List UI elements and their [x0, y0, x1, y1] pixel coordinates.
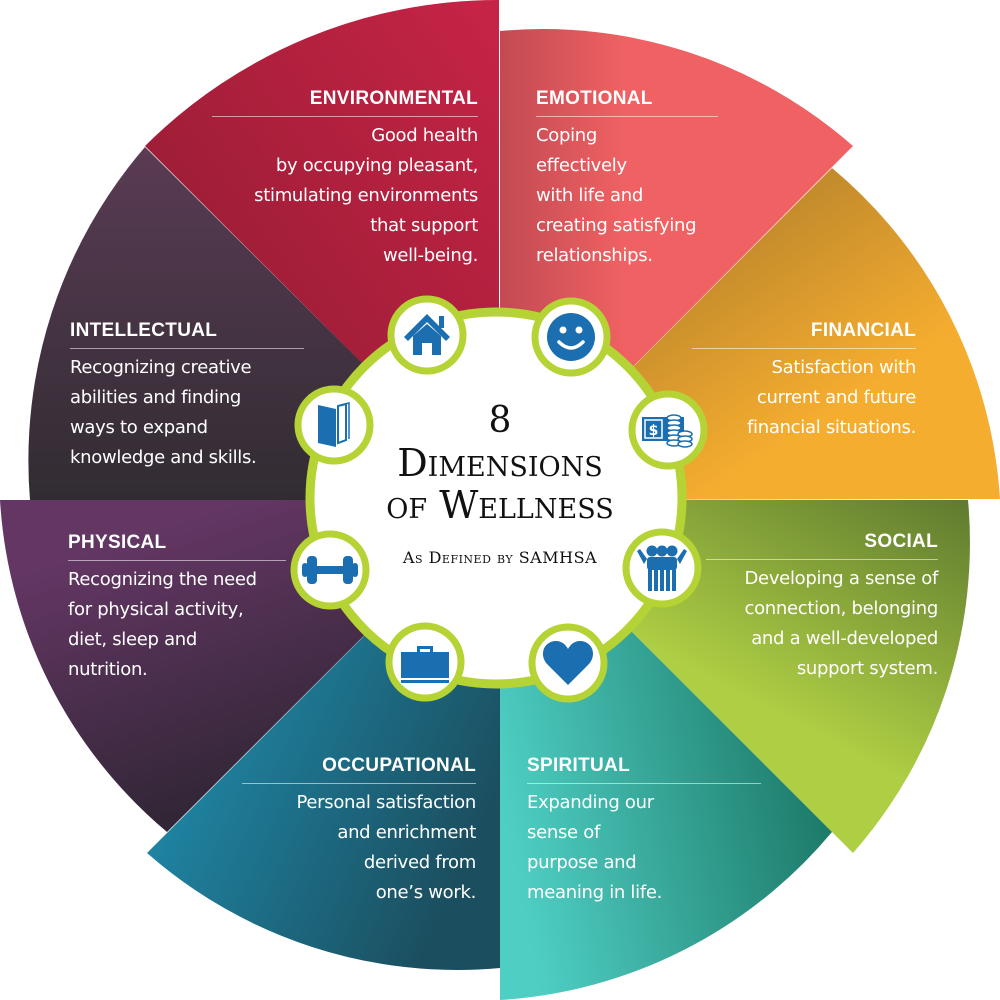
smiley-face-icon	[547, 313, 595, 361]
center-ring	[305, 307, 687, 689]
label-emotional: EMOTIONAL Coping effectively with life a…	[536, 88, 718, 271]
label-social: SOCIAL Developing a sense of connection,…	[706, 531, 938, 684]
desc-spiritual: Expanding our sense of purpose and meani…	[527, 792, 663, 903]
center-title-line1: Dimensions	[397, 441, 603, 485]
icon-badge-physical	[290, 530, 370, 610]
label-physical: PHYSICAL Recognizing the need for physic…	[68, 532, 286, 685]
desc-emotional: Coping effectively with life and creatin…	[536, 125, 697, 266]
book-icon	[318, 402, 350, 447]
icon-badge-occupational	[385, 622, 465, 702]
icon-badge-emotional	[531, 297, 611, 377]
desc-occupational: Personal satisfaction and enrichment der…	[296, 792, 476, 903]
icon-badge-spiritual	[528, 623, 608, 703]
label-environmental: ENVIRONMENTAL Good health by occupying p…	[212, 88, 478, 271]
title-intellectual: INTELLECTUAL	[70, 320, 304, 349]
house-icon	[404, 314, 450, 355]
icon-badge-environmental	[387, 295, 467, 375]
heart-icon	[542, 641, 594, 685]
center-title: 8 Dimensions of Wellness As Defined by S…	[320, 400, 680, 567]
title-environmental: ENVIRONMENTAL	[212, 88, 478, 117]
label-occupational: OCCUPATIONAL Personal satisfaction and e…	[242, 755, 476, 908]
icon-badge-social	[622, 528, 702, 608]
title-occupational: OCCUPATIONAL	[242, 755, 476, 784]
dumbbell-icon	[302, 556, 358, 584]
title-social: SOCIAL	[706, 531, 938, 560]
title-financial: FINANCIAL	[692, 320, 916, 349]
title-emotional: EMOTIONAL	[536, 88, 718, 117]
center-subtitle: As Defined by SAMHSA	[402, 548, 598, 567]
center-title-line2: of Wellness	[386, 483, 614, 527]
label-financial: FINANCIAL Satisfaction with current and …	[692, 320, 916, 443]
title-physical: PHYSICAL	[68, 532, 286, 561]
title-spiritual: SPIRITUAL	[527, 755, 761, 784]
desc-environmental: Good health by occupying pleasant, stimu…	[254, 125, 478, 266]
briefcase-icon	[401, 646, 449, 683]
label-spiritual: SPIRITUAL Expanding our sense of purpose…	[527, 755, 761, 908]
icon-badge-financial: $	[628, 390, 708, 470]
desc-intellectual: Recognizing creative abilities and findi…	[70, 357, 257, 468]
desc-financial: Satisfaction with current and future fin…	[747, 357, 916, 438]
money-coins-icon: $	[642, 414, 693, 448]
svg-text:$: $	[649, 423, 659, 439]
people-group-icon	[637, 545, 687, 591]
desc-social: Developing a sense of connection, belong…	[744, 568, 938, 679]
label-intellectual: INTELLECTUAL Recognizing creative abilit…	[70, 320, 304, 473]
desc-physical: Recognizing the need for physical activi…	[68, 569, 257, 680]
icon-badge-intellectual	[294, 385, 374, 465]
center-number: 8	[488, 400, 512, 441]
